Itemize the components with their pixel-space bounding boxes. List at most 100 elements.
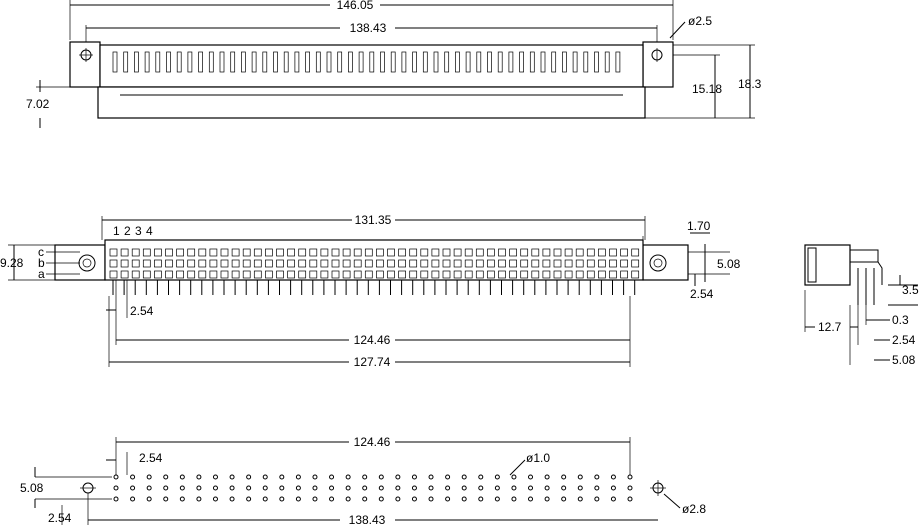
pin-hole <box>146 485 152 491</box>
pin-hole <box>561 496 567 502</box>
contact-cell <box>198 248 207 257</box>
pin-hole <box>329 485 335 491</box>
contact-cell <box>109 259 118 268</box>
contact-cell <box>387 259 395 268</box>
pin-hole <box>279 485 285 491</box>
contact-cell <box>387 248 395 257</box>
pin-hole <box>594 485 600 491</box>
contact-cell <box>631 259 640 268</box>
contact-cell <box>298 248 307 257</box>
fin <box>390 51 396 73</box>
contact-cell <box>586 270 595 279</box>
contact-cell <box>409 270 418 279</box>
pin-hole <box>212 496 218 502</box>
contact-cell <box>231 248 240 257</box>
pin-hole <box>461 485 467 491</box>
row-label-c: c <box>38 245 44 259</box>
dim-fp-row-spacing: 5.08 <box>20 481 44 495</box>
pin-hole <box>411 474 417 480</box>
dim-side-pitch: 2.54 <box>892 333 916 347</box>
fin <box>594 51 599 73</box>
pin-hole <box>212 485 218 491</box>
pin-hole <box>229 496 235 502</box>
pin-hole <box>262 496 268 502</box>
fin <box>497 51 503 73</box>
contact-cell <box>398 248 406 257</box>
contact-cell <box>253 259 262 268</box>
dim-overall-span: 127.74 <box>354 355 391 369</box>
contact-cell <box>209 270 218 279</box>
contact-cell <box>287 270 295 279</box>
contact-cell <box>220 259 229 268</box>
contact-cell <box>276 259 284 268</box>
fin <box>476 51 482 73</box>
contact-cell <box>342 259 351 268</box>
fin <box>155 51 161 73</box>
dim-pin-pitch: 2.54 <box>130 304 154 318</box>
contact-cell <box>598 259 606 268</box>
pin-hole <box>610 474 616 480</box>
dim-body-height: 18.3 <box>738 77 762 91</box>
pin-hole <box>345 485 351 491</box>
pin-hole <box>478 496 484 502</box>
pin-hole <box>494 496 500 502</box>
pin-hole <box>594 474 600 480</box>
contact-cell <box>242 259 251 268</box>
footprint-view: 124.46 2.54 ø1.0 ø2.8 5.08 2.54 138.43 <box>20 435 706 525</box>
contact-cell <box>531 248 540 257</box>
contact-cell <box>165 270 173 279</box>
pin-hole <box>511 485 517 491</box>
pin-hole <box>395 474 401 480</box>
contact-cell <box>209 259 218 268</box>
pin-hole <box>146 474 152 480</box>
contact-cell <box>575 248 584 257</box>
contact-cell <box>431 270 440 279</box>
contact-cell <box>531 270 540 279</box>
contact-cell <box>586 259 595 268</box>
fin <box>519 51 524 73</box>
contact-cell <box>120 259 129 268</box>
contact-grid <box>109 248 640 279</box>
pin-hole <box>113 485 119 491</box>
contact-cell <box>309 270 318 279</box>
pin-hole <box>428 485 434 491</box>
dim-side-height: 9.28 <box>0 256 24 270</box>
contact-cell <box>176 270 184 279</box>
contact-cell <box>598 270 606 279</box>
pin-hole <box>395 485 401 491</box>
contact-cell <box>209 248 218 257</box>
contact-cell <box>431 259 440 268</box>
contact-cell <box>353 259 362 268</box>
fin <box>337 51 343 73</box>
contact-cell <box>187 270 196 279</box>
pin-hole <box>544 496 550 502</box>
fin <box>455 51 460 73</box>
contact-cell <box>442 248 451 257</box>
contact-cell <box>242 248 251 257</box>
contact-cell <box>331 259 340 268</box>
pin-hole <box>295 474 301 480</box>
fin <box>401 51 407 73</box>
pin-hole <box>362 474 368 480</box>
pin-hole <box>627 474 633 480</box>
contact-cell <box>475 248 484 257</box>
pin-hole <box>577 485 583 491</box>
pin-hole <box>229 485 235 491</box>
pin-hole <box>561 485 567 491</box>
fin <box>294 51 300 73</box>
fin <box>348 51 353 73</box>
pin-number-4: 4 <box>146 224 153 238</box>
contact-cell <box>364 248 373 257</box>
contact-cell <box>331 248 340 257</box>
pin-hole <box>246 485 252 491</box>
pin-hole <box>312 485 318 491</box>
contact-cell <box>265 259 273 268</box>
pin-hole <box>511 474 517 480</box>
contact-cell <box>220 248 229 257</box>
pin-hole <box>610 496 616 502</box>
dim-side-spacing: 5.08 <box>892 353 916 367</box>
contact-cell <box>520 270 529 279</box>
pin-hole <box>445 474 451 480</box>
pin-hole <box>279 474 285 480</box>
dim-pin-span: 124.46 <box>354 333 391 347</box>
